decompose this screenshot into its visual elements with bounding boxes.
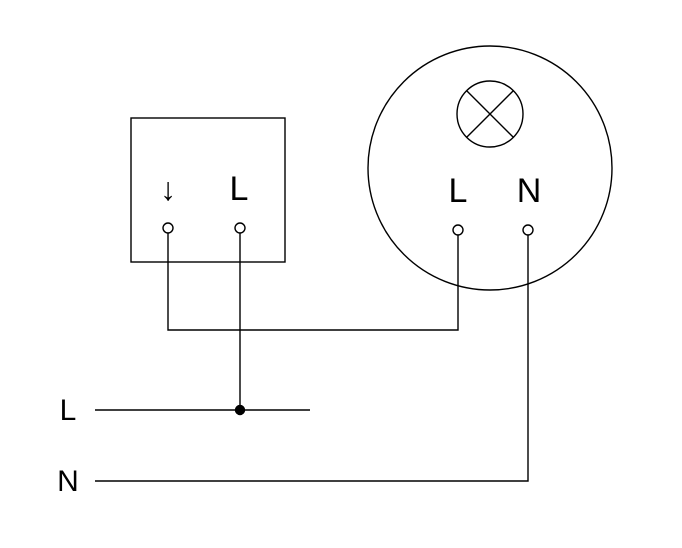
lamp-icon [456, 80, 524, 148]
wire-switched-live [167, 233, 459, 331]
wire-supply-neutral [95, 235, 529, 482]
switch-box [130, 117, 286, 263]
lamp-neutral-terminal [522, 224, 534, 236]
junction-dot [234, 404, 246, 416]
lamp-live-label: L [448, 172, 468, 210]
switch-load-terminal [234, 222, 246, 234]
lamp-live-terminal [452, 224, 464, 236]
switch-load-label: L [229, 170, 249, 208]
supply-neutral-label: N [57, 465, 79, 498]
diagram-lines [95, 45, 613, 482]
switch-arrow-symbol: ↓ [160, 171, 176, 207]
lamp-neutral-label: N [516, 172, 542, 210]
supply-live-label: L [59, 394, 77, 427]
lamp-icon-cross-line-2 [466, 90, 514, 138]
luminaire-circle [367, 45, 613, 291]
switch-arrow-terminal [162, 222, 174, 234]
